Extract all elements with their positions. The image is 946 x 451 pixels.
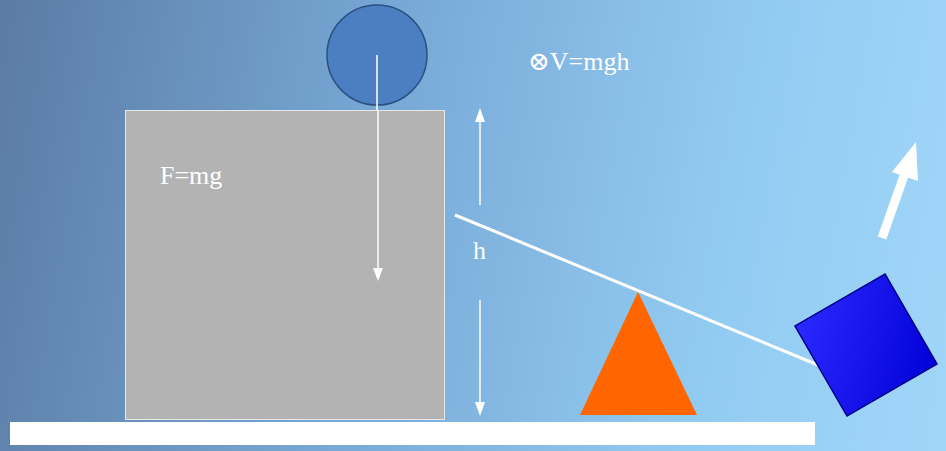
height-arrow — [479, 300, 481, 410]
weight-block: F=mg — [125, 110, 445, 420]
height-label: h — [473, 236, 486, 266]
force-arrow — [376, 55, 378, 112]
arrow-head — [475, 402, 485, 416]
arrow-head — [373, 268, 383, 281]
height-arrow — [479, 114, 481, 205]
arrow-head — [475, 108, 485, 122]
motion-arrow — [882, 170, 906, 238]
fulcrum — [580, 292, 697, 415]
energy-label: ⊗V=mgh — [528, 46, 629, 77]
ground-bar — [10, 422, 815, 445]
block — [795, 274, 937, 416]
force-label: F=mg — [160, 161, 222, 191]
arrow-head — [892, 142, 918, 181]
force-arrow — [377, 111, 379, 273]
force-arrow — [126, 111, 446, 421]
